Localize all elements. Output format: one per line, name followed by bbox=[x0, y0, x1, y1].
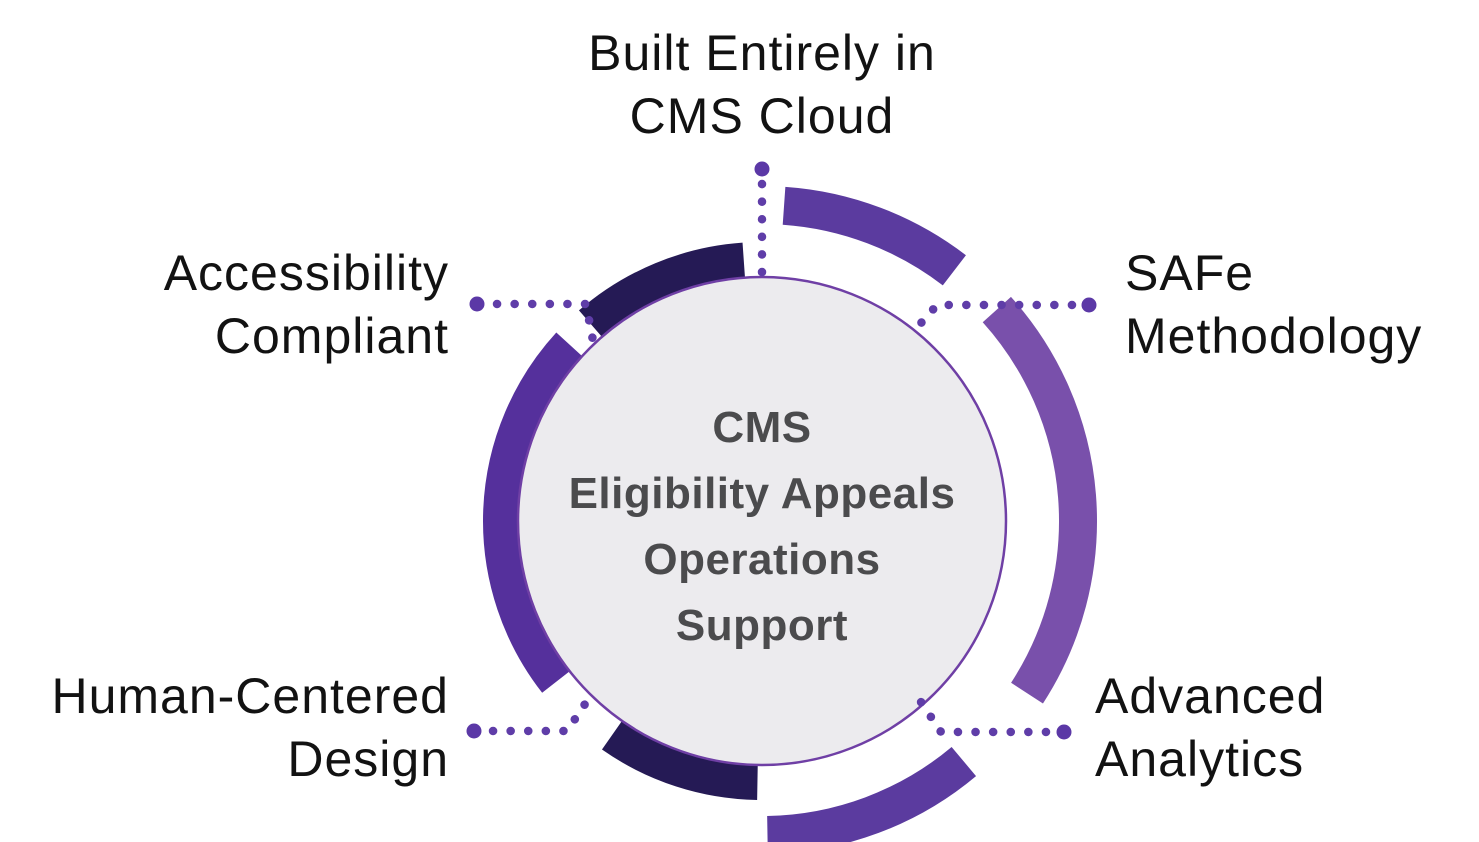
center-line: Eligibility Appeals bbox=[568, 469, 956, 518]
label-line: CMS Cloud bbox=[629, 88, 895, 144]
center-line: CMS bbox=[712, 403, 812, 452]
label-safe-methodology: SAFe Methodology bbox=[1125, 242, 1422, 368]
label-line: SAFe bbox=[1125, 245, 1255, 301]
label-line: Advanced bbox=[1095, 668, 1326, 724]
label-advanced-analytics: Advanced Analytics bbox=[1095, 665, 1325, 791]
center-circle bbox=[516, 275, 1008, 767]
arc-top-right bbox=[782, 186, 966, 286]
label-line: Human-Centered bbox=[51, 668, 449, 724]
center-line: Operations bbox=[643, 535, 881, 584]
arc-left bbox=[483, 332, 585, 693]
label-line: Design bbox=[287, 731, 449, 787]
center-line: Support bbox=[675, 601, 849, 650]
accessibility-compliant-dotted-connector bbox=[492, 299, 599, 351]
human-centered-design-dotted-connector bbox=[488, 690, 596, 736]
label-line: Methodology bbox=[1125, 308, 1423, 364]
label-human-centered-design: Human-Centered Design bbox=[51, 665, 449, 791]
accessibility-compliant-endpoint-dot bbox=[469, 296, 485, 312]
human-centered-design-endpoint-dot bbox=[466, 723, 482, 739]
label-built-entirely-in-cms-cloud: Built Entirely in CMS Cloud bbox=[588, 22, 936, 148]
label-line: Accessibility bbox=[163, 245, 449, 301]
label-line: Analytics bbox=[1095, 731, 1305, 787]
advanced-analytics-dotted-connector bbox=[914, 694, 1051, 737]
built-entirely-in-cms-cloud-endpoint-dot bbox=[754, 161, 770, 177]
center-circle-label: CMS Eligibility Appeals Operations Suppo… bbox=[569, 395, 956, 659]
arc-bottom bbox=[766, 746, 977, 842]
label-accessibility-compliant: Accessibility Compliant bbox=[164, 242, 449, 368]
arc-right bbox=[982, 296, 1097, 704]
safe-methodology-endpoint-dot bbox=[1081, 297, 1097, 313]
label-line: Compliant bbox=[214, 308, 449, 364]
safe-methodology-dotted-connector bbox=[909, 300, 1077, 336]
label-line: Built Entirely in bbox=[588, 25, 936, 81]
arc-bottom-left bbox=[601, 718, 759, 800]
arc-top-left bbox=[578, 242, 746, 340]
advanced-analytics-endpoint-dot bbox=[1056, 724, 1072, 740]
